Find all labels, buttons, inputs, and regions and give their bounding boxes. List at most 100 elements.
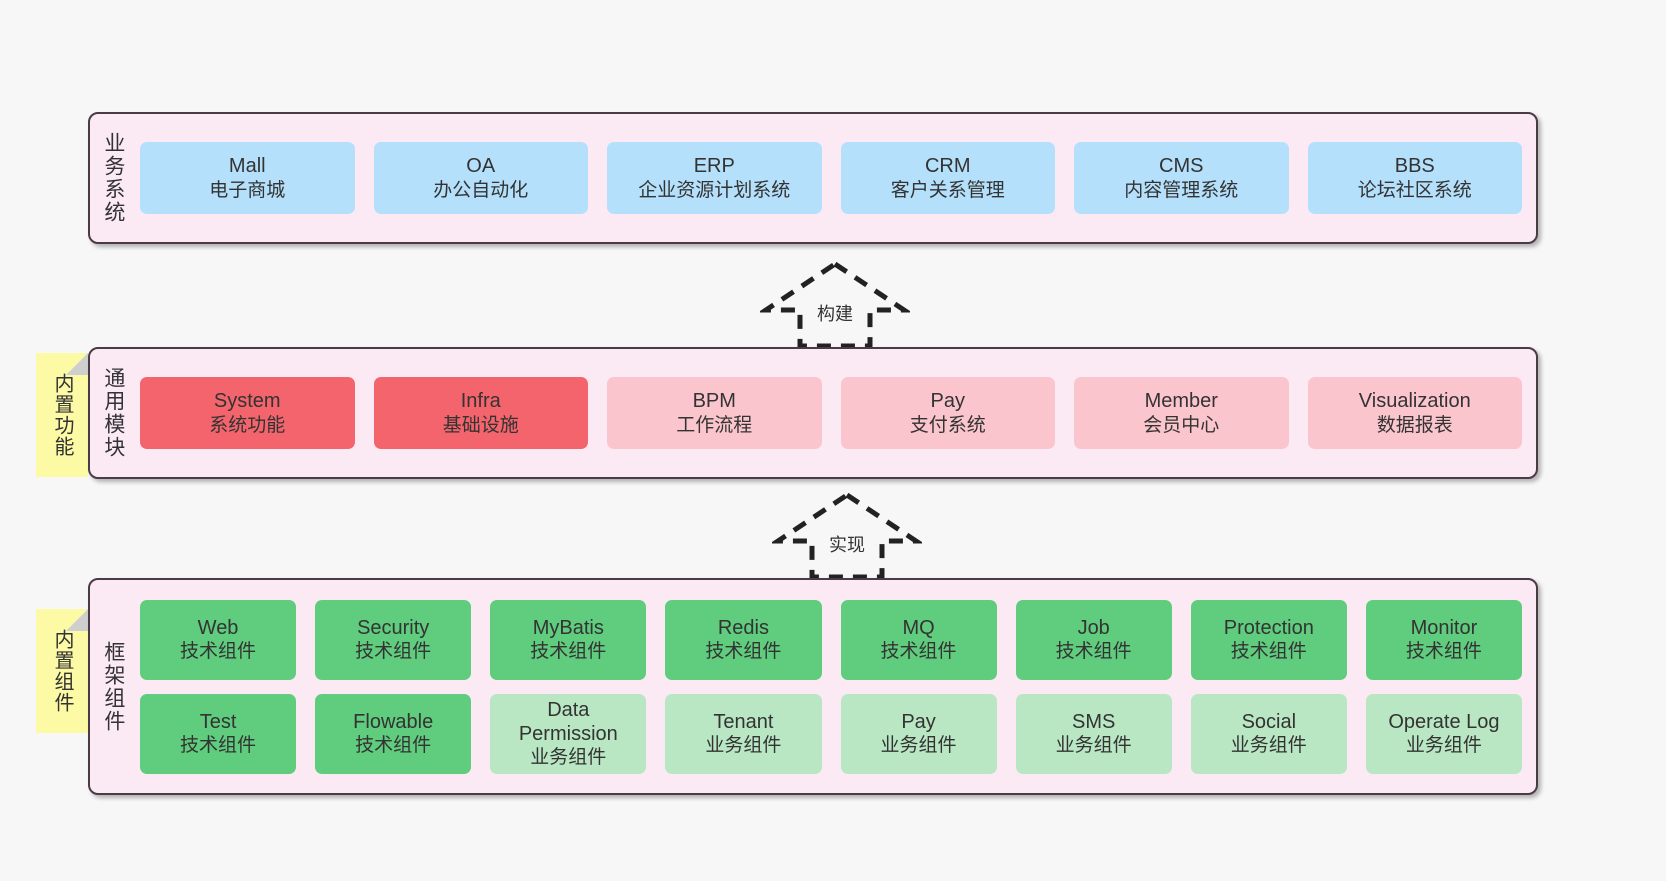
component-subtitle: 业务组件 (530, 747, 607, 769)
component-name: Protection (1223, 616, 1314, 639)
component-card-redis[interactable]: Redis 技术组件 (665, 599, 822, 680)
component-subtitle: 技术组件 (180, 735, 257, 757)
module-subtitle: 基础设施 (442, 414, 519, 436)
component-name: Pay (901, 710, 936, 733)
layer-row: System 系统功能 Infra 基础设施 BPM 工作流程 Pay 支付系统… (140, 377, 1522, 449)
component-card-data-permission[interactable]: Data Permission 业务组件 (490, 693, 647, 774)
module-name: Member (1144, 390, 1218, 413)
layer-business-systems: 业务系统 Mall 电子商城 OA 办公自动化 ERP 企业资源计划系统 CRM… (88, 112, 1538, 244)
component-name: Data Permission (518, 698, 618, 745)
arrow-build: 构建 (760, 258, 910, 350)
component-subtitle: 技术组件 (530, 641, 607, 663)
layer-body-business: Mall 电子商城 OA 办公自动化 ERP 企业资源计划系统 CRM 客户关系… (136, 114, 1536, 242)
component-subtitle: 业务组件 (1405, 735, 1482, 757)
layer-body-framework: Web 技术组件 Security 技术组件 MyBatis 技术组件 Redi… (136, 580, 1536, 793)
module-card-system[interactable]: System 系统功能 (140, 377, 355, 449)
module-card-mall[interactable]: Mall 电子商城 (140, 142, 355, 214)
module-name: Infra (460, 390, 501, 413)
arrow-outline-icon (760, 260, 910, 349)
layer-row: Test 技术组件 Flowable 技术组件 Data Permission … (140, 693, 1522, 774)
module-card-crm[interactable]: CRM 客户关系管理 (840, 142, 1055, 214)
module-name: BBS (1394, 155, 1435, 178)
arrow-outline-icon (772, 491, 922, 580)
component-card-social[interactable]: Social 业务组件 (1190, 693, 1347, 774)
layer-framework-components: 框架组件 Web 技术组件 Security 技术组件 MyBatis 技术组件… (88, 578, 1538, 795)
module-subtitle: 数据报表 (1376, 414, 1453, 436)
component-subtitle: 业务组件 (1055, 735, 1132, 757)
module-card-infra[interactable]: Infra 基础设施 (373, 377, 588, 449)
module-card-cms[interactable]: CMS 内容管理系统 (1074, 142, 1289, 214)
module-subtitle: 办公自动化 (433, 179, 529, 201)
component-name: MQ (902, 616, 935, 639)
module-subtitle: 工作流程 (676, 414, 753, 436)
component-card-sms[interactable]: SMS 业务组件 (1015, 693, 1172, 774)
component-name: MyBatis (532, 616, 604, 639)
module-name: ERP (693, 155, 735, 178)
note-builtin-functions: 内置功能 (36, 353, 88, 477)
module-name: Pay (930, 390, 965, 413)
component-card-mq[interactable]: MQ 技术组件 (840, 599, 997, 680)
note-builtin-components: 内置组件 (36, 609, 88, 733)
component-subtitle: 技术组件 (180, 641, 257, 663)
layer-title-framework: 框架组件 (101, 640, 125, 733)
component-card-protection[interactable]: Protection 技术组件 (1190, 599, 1347, 680)
layer-title-business: 业务系统 (101, 132, 125, 224)
module-subtitle: 客户关系管理 (890, 179, 1005, 201)
module-name: CMS (1159, 155, 1204, 178)
component-name: Web (197, 616, 239, 639)
module-subtitle: 会员中心 (1143, 414, 1220, 436)
component-subtitle: 技术组件 (1405, 641, 1482, 663)
layer-common-modules: 通用模块 System 系统功能 Infra 基础设施 BPM 工作流程 Pay… (88, 347, 1538, 479)
component-card-test[interactable]: Test 技术组件 (140, 693, 297, 774)
component-name: Security (357, 616, 430, 639)
component-card-flowable[interactable]: Flowable 技术组件 (315, 693, 472, 774)
component-card-job[interactable]: Job 技术组件 (1015, 599, 1172, 680)
component-subtitle: 技术组件 (1055, 641, 1132, 663)
component-subtitle: 技术组件 (705, 641, 782, 663)
component-card-tenant[interactable]: Tenant 业务组件 (665, 693, 822, 774)
component-subtitle: 业务组件 (705, 735, 782, 757)
component-name: Test (199, 710, 237, 733)
component-name: Job (1077, 616, 1110, 639)
component-subtitle: 技术组件 (880, 641, 957, 663)
layer-row: Mall 电子商城 OA 办公自动化 ERP 企业资源计划系统 CRM 客户关系… (140, 142, 1522, 214)
module-card-oa[interactable]: OA 办公自动化 (373, 142, 588, 214)
component-name: Social (1241, 710, 1297, 733)
module-subtitle: 系统功能 (209, 414, 286, 436)
component-card-operate-log[interactable]: Operate Log 业务组件 (1365, 693, 1522, 774)
module-subtitle: 企业资源计划系统 (638, 179, 791, 201)
module-subtitle: 内容管理系统 (1124, 179, 1239, 201)
module-name: BPM (692, 390, 736, 413)
component-card-mybatis[interactable]: MyBatis 技术组件 (490, 599, 647, 680)
module-subtitle: 支付系统 (909, 414, 986, 436)
module-card-bpm[interactable]: BPM 工作流程 (607, 377, 822, 449)
component-subtitle: 技术组件 (1230, 641, 1307, 663)
component-name: Operate Log (1388, 710, 1500, 733)
module-name: CRM (924, 155, 971, 178)
layer-body-common: System 系统功能 Infra 基础设施 BPM 工作流程 Pay 支付系统… (136, 349, 1536, 477)
component-name: SMS (1072, 710, 1116, 733)
component-card-security[interactable]: Security 技术组件 (315, 599, 472, 680)
note-label: 内置功能 (51, 373, 73, 457)
component-card-monitor[interactable]: Monitor 技术组件 (1365, 599, 1522, 680)
component-name: Flowable (353, 710, 434, 733)
module-card-bbs[interactable]: BBS 论坛社区系统 (1307, 142, 1522, 214)
note-label: 内置组件 (51, 629, 73, 713)
module-name: Mall (228, 155, 266, 178)
component-name: Redis (717, 616, 769, 639)
module-card-pay[interactable]: Pay 支付系统 (840, 377, 1055, 449)
component-subtitle: 技术组件 (355, 641, 432, 663)
layer-title-common: 通用模块 (101, 367, 125, 459)
module-subtitle: 论坛社区系统 (1357, 179, 1472, 201)
module-card-visualization[interactable]: Visualization 数据报表 (1307, 377, 1522, 449)
component-subtitle: 技术组件 (355, 735, 432, 757)
module-subtitle: 电子商城 (209, 179, 286, 201)
component-card-pay[interactable]: Pay 业务组件 (840, 693, 997, 774)
module-card-member[interactable]: Member 会员中心 (1074, 377, 1289, 449)
module-name: OA (466, 155, 496, 178)
module-card-erp[interactable]: ERP 企业资源计划系统 (607, 142, 822, 214)
component-name: Tenant (713, 710, 774, 733)
component-subtitle: 业务组件 (880, 735, 957, 757)
arrow-implement: 实现 (772, 489, 922, 581)
component-card-web[interactable]: Web 技术组件 (140, 599, 297, 680)
